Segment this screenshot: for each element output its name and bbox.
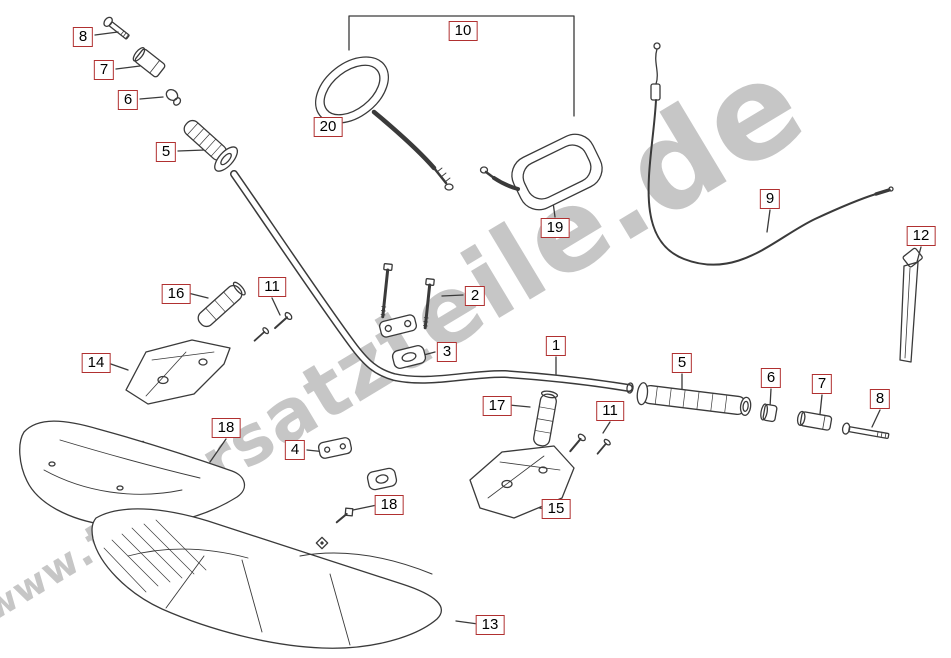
screw-drawing-18b: [335, 507, 354, 524]
grip-drawing-5-right: [636, 382, 752, 416]
cover-hatch: [103, 519, 207, 593]
screw-drawing-11-left: [274, 311, 293, 330]
handlebar-drawing: [230, 170, 634, 394]
screw-drawing-11-right-b: [596, 438, 611, 455]
lever-drawing-17: [533, 390, 559, 447]
bracket-drawing-14: [125, 339, 231, 405]
part-label-13-25: 13: [475, 615, 505, 635]
clamp-drawing-4-lower: [366, 467, 398, 491]
part-label-7-17: 7: [811, 374, 833, 394]
cover-upper-drawing: [19, 420, 246, 528]
part-label-5-3: 5: [155, 142, 177, 162]
part-label-18-23: 18: [374, 495, 404, 515]
mirror-left-drawing: [315, 56, 454, 191]
spacer-drawing-7-right: [796, 410, 833, 431]
screw-drawing-8-right: [841, 422, 890, 440]
part-label-6-16: 6: [760, 368, 782, 388]
part-label-8-18: 8: [869, 389, 891, 409]
part-label-11-10: 11: [258, 277, 286, 297]
part-label-2-11: 2: [464, 286, 486, 306]
bolt-drawing-2b: [423, 278, 435, 330]
part-label-9-7: 9: [759, 189, 781, 209]
part-label-12-8: 12: [906, 226, 936, 246]
leader-lines: [94, 31, 922, 625]
screw-drawing-8-left: [103, 16, 130, 40]
clip-drawing-b: [315, 536, 329, 550]
bracket-line-10: [348, 15, 575, 117]
part-label-16-9: 16: [161, 284, 191, 304]
part-label-14-14: 14: [81, 353, 111, 373]
lever-drawing-16: [197, 281, 246, 328]
washer-drawing-6-right: [760, 403, 778, 423]
part-label-20-5: 20: [313, 117, 343, 137]
bolt-drawing-2a: [380, 263, 393, 319]
clamp-drawing-3-upper: [379, 314, 417, 338]
choke-rod-drawing: [899, 247, 923, 363]
mirror-right-drawing: [479, 133, 603, 211]
screw-drawing-16b: [253, 327, 270, 342]
clamp-drawing-4-upper: [317, 437, 353, 459]
part-label-7-1: 7: [93, 60, 115, 80]
clamp-drawing-3-lower: [391, 345, 427, 369]
part-label-4-21: 4: [284, 440, 306, 460]
part-label-10-4: 10: [448, 21, 478, 41]
part-label-17-19: 17: [482, 396, 512, 416]
part-label-15-24: 15: [541, 499, 571, 519]
part-label-19-6: 19: [540, 218, 570, 238]
part-label-1-13: 1: [545, 336, 567, 356]
cover-front-drawing-13: [91, 508, 442, 649]
part-label-6-2: 6: [117, 90, 139, 110]
part-label-11-20: 11: [596, 401, 624, 421]
part-label-18-22: 18: [211, 418, 241, 438]
grip-drawing-5-left: [183, 119, 239, 172]
spacer-drawing-7-left: [132, 47, 166, 78]
part-label-3-12: 3: [436, 342, 458, 362]
nut-drawing-6-left: [165, 88, 182, 106]
part-label-8-0: 8: [72, 27, 94, 47]
screw-drawing-11-right-a: [569, 433, 586, 453]
throttle-cable-drawing: [647, 42, 894, 266]
part-label-5-15: 5: [671, 353, 693, 373]
